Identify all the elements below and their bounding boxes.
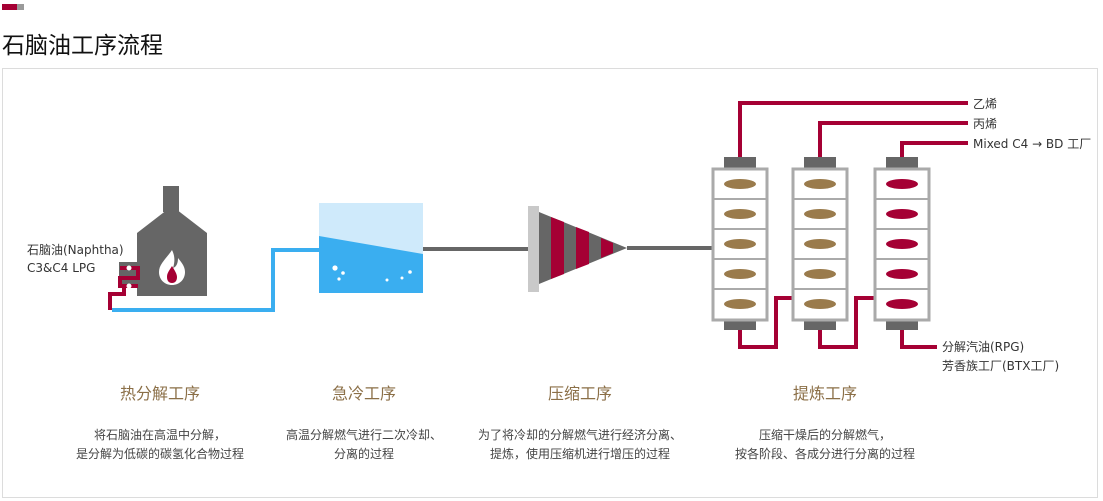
output-pipes-bottom bbox=[738, 296, 937, 349]
compressor-icon bbox=[528, 206, 627, 292]
step-desc-line: 将石脑油在高温中分解， bbox=[93, 428, 226, 442]
accent-red-bar bbox=[2, 4, 17, 10]
furnace-icon bbox=[119, 186, 207, 296]
step-desc-line: 高温分解燃气进行二次冷却、 bbox=[285, 428, 442, 442]
input-label-lpg: C3&C4 LPG bbox=[27, 261, 95, 275]
flame-icon bbox=[159, 250, 185, 285]
step-desc-line: 是分解为低碳的碳氢化合物过程 bbox=[75, 447, 244, 461]
feed-coil-pipes bbox=[108, 265, 140, 310]
step-title: 急冷工序 bbox=[331, 384, 396, 403]
step-desc-line: 提炼，使用压缩机进行增压的过程 bbox=[489, 447, 670, 461]
step-title: 压缩工序 bbox=[547, 384, 612, 403]
fractionation-column-3 bbox=[873, 157, 931, 330]
step-quench: 急冷工序 高温分解燃气进行二次冷却、分离的过程 bbox=[234, 380, 494, 464]
step-desc-line: 压缩干燥后的分解燃气， bbox=[758, 428, 891, 442]
step-compression: 压缩工序 为了将冷却的分解燃气进行经济分离、提炼，使用压缩机进行增压的过程 bbox=[450, 380, 710, 464]
accent-gray-bar bbox=[17, 4, 24, 10]
page-title: 石脑油工序流程 bbox=[2, 33, 163, 59]
fractionation-column-1 bbox=[711, 157, 769, 330]
output-pipes-top bbox=[738, 101, 968, 157]
step-pyrolysis: 热分解工序 将石脑油在高温中分解， 是分解为低碳的碳氢化合物过程 bbox=[30, 380, 290, 464]
step-desc-line: 为了将冷却的分解燃气进行经济分离、 bbox=[477, 428, 682, 442]
cracked-gas-pipe bbox=[112, 248, 319, 312]
output-label-ethylene: 乙烯 bbox=[973, 97, 997, 111]
title-accent bbox=[2, 4, 24, 10]
output-label-propylene: 丙烯 bbox=[973, 117, 997, 131]
output-label-mixed-c4: Mixed C4 → BD 工厂 bbox=[973, 137, 1091, 151]
step-desc-line: 按各阶段、各成分进行分离的过程 bbox=[734, 447, 915, 461]
step-fractionation: 提炼工序 压缩干燥后的分解燃气， 按各阶段、各成分进行分离的过程 bbox=[695, 380, 955, 464]
output-label-rpg: 分解汽油(RPG) bbox=[942, 339, 1024, 354]
step-title: 提炼工序 bbox=[792, 384, 857, 403]
step-desc-line: 分离的过程 bbox=[333, 447, 394, 461]
step-title: 热分解工序 bbox=[119, 384, 200, 403]
input-label-naphtha: 石脑油(Naphtha) bbox=[27, 243, 124, 257]
fractionation-column-2 bbox=[791, 157, 849, 330]
output-label-btx: 芳香族工厂(BTX工厂) bbox=[942, 359, 1059, 373]
quench-tank bbox=[319, 203, 423, 293]
